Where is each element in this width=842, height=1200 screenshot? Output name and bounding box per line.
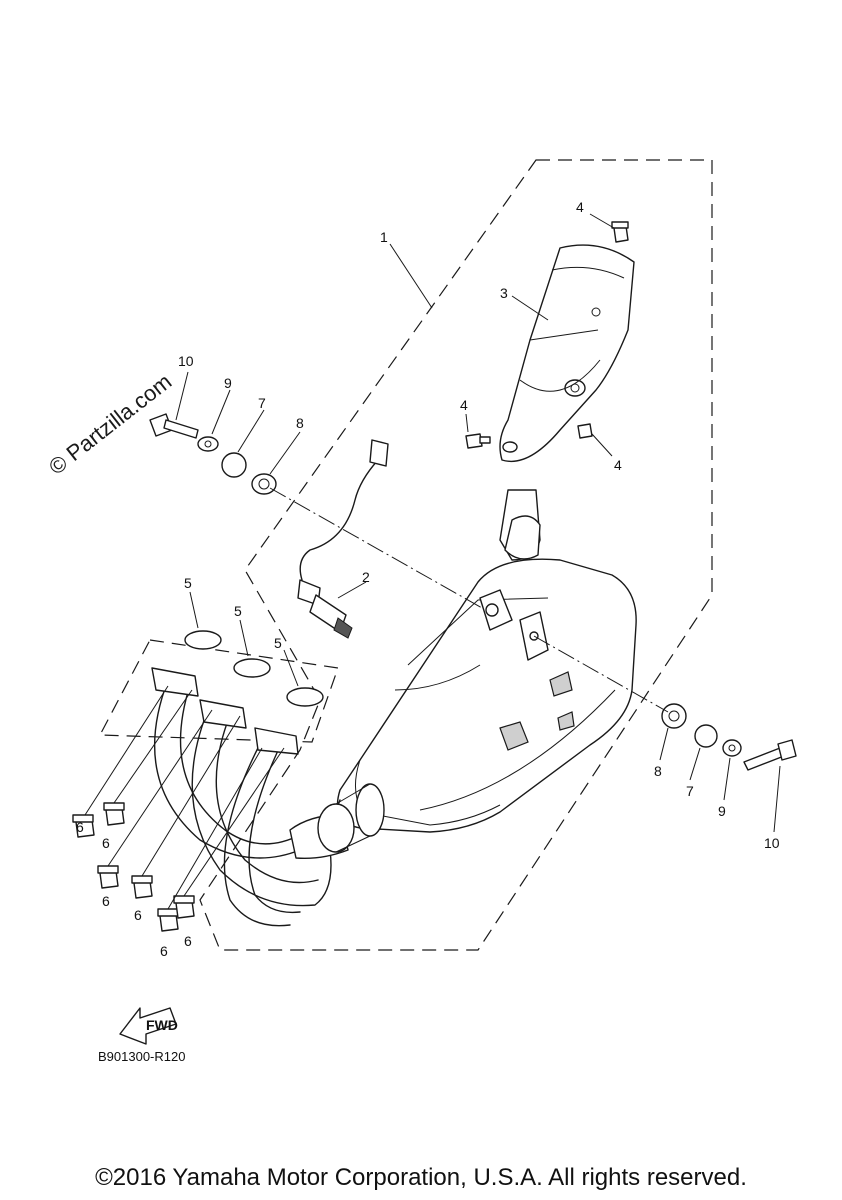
nut-axis-1 (84, 685, 169, 816)
nut-axis-4 (141, 715, 241, 877)
gasket-group-boundary (99, 639, 339, 743)
muffler-protector (499, 244, 635, 462)
flange-nuts (72, 802, 195, 932)
leader-4b (465, 413, 469, 433)
callout-6a: 6 (76, 819, 84, 835)
leader-5a (189, 591, 199, 629)
leader-5b (239, 619, 249, 657)
callout-8b: 8 (654, 763, 662, 779)
leader-3 (511, 295, 549, 321)
copyright-notice: ©2016 Yamaha Motor Corporation, U.S.A. A… (95, 1164, 747, 1191)
gasket-1 (184, 630, 222, 650)
muffler (336, 489, 637, 833)
nut-axis-5 (167, 747, 263, 910)
leader-2 (337, 581, 367, 599)
callout-7b: 7 (686, 783, 694, 799)
callout-4a: 4 (576, 199, 584, 215)
callout-6e: 6 (160, 943, 168, 959)
reference-code: B901300-R120 (98, 1049, 186, 1064)
leader-4c (591, 433, 613, 457)
callout-3: 3 (500, 285, 508, 301)
nut-axis-2 (113, 689, 193, 804)
leader-8a (269, 431, 301, 475)
fwd-label: FWD (146, 1017, 178, 1033)
leader-9b (723, 757, 731, 801)
gasket-2 (233, 658, 271, 678)
leader-8b (659, 727, 669, 761)
callout-2: 2 (362, 569, 370, 585)
callout-7a: 7 (258, 395, 266, 411)
callout-5b: 5 (234, 603, 242, 619)
leader-9a (211, 389, 231, 435)
gasket-3 (286, 687, 324, 707)
nut-axis-6 (183, 747, 285, 897)
callout-10a: 10 (178, 353, 194, 369)
assembly-boundary (199, 159, 713, 951)
callout-1: 1 (380, 229, 388, 245)
exhaust-pipes (151, 667, 385, 927)
nut-axis-3 (107, 709, 213, 867)
callout-8a: 8 (296, 415, 304, 431)
leader-7b (689, 747, 701, 781)
right-mount-hardware (661, 703, 797, 771)
protector-bolts (465, 221, 629, 449)
callout-5c: 5 (274, 635, 282, 651)
callout-9a: 9 (224, 375, 232, 391)
callout-6d: 6 (134, 907, 142, 923)
callout-4c: 4 (614, 457, 622, 473)
callout-9b: 9 (718, 803, 726, 819)
left-mount-hardware (149, 413, 277, 495)
leader-10b (773, 765, 781, 833)
left-mount-axis (269, 487, 483, 609)
callout-10b: 10 (764, 835, 780, 851)
leader-4a (589, 213, 615, 229)
fwd-arrow: FWD (119, 1007, 178, 1045)
leader-1 (389, 243, 433, 309)
callout-6c: 6 (102, 893, 110, 909)
right-mount-axis (533, 635, 669, 713)
callout-5a: 5 (184, 575, 192, 591)
callout-4b: 4 (460, 397, 468, 413)
leader-10a (175, 371, 189, 421)
leader-7a (237, 409, 265, 453)
oxygen-sensor (297, 439, 389, 639)
callout-6b: 6 (102, 835, 110, 851)
callout-6f: 6 (184, 933, 192, 949)
leader-5c (283, 649, 299, 687)
